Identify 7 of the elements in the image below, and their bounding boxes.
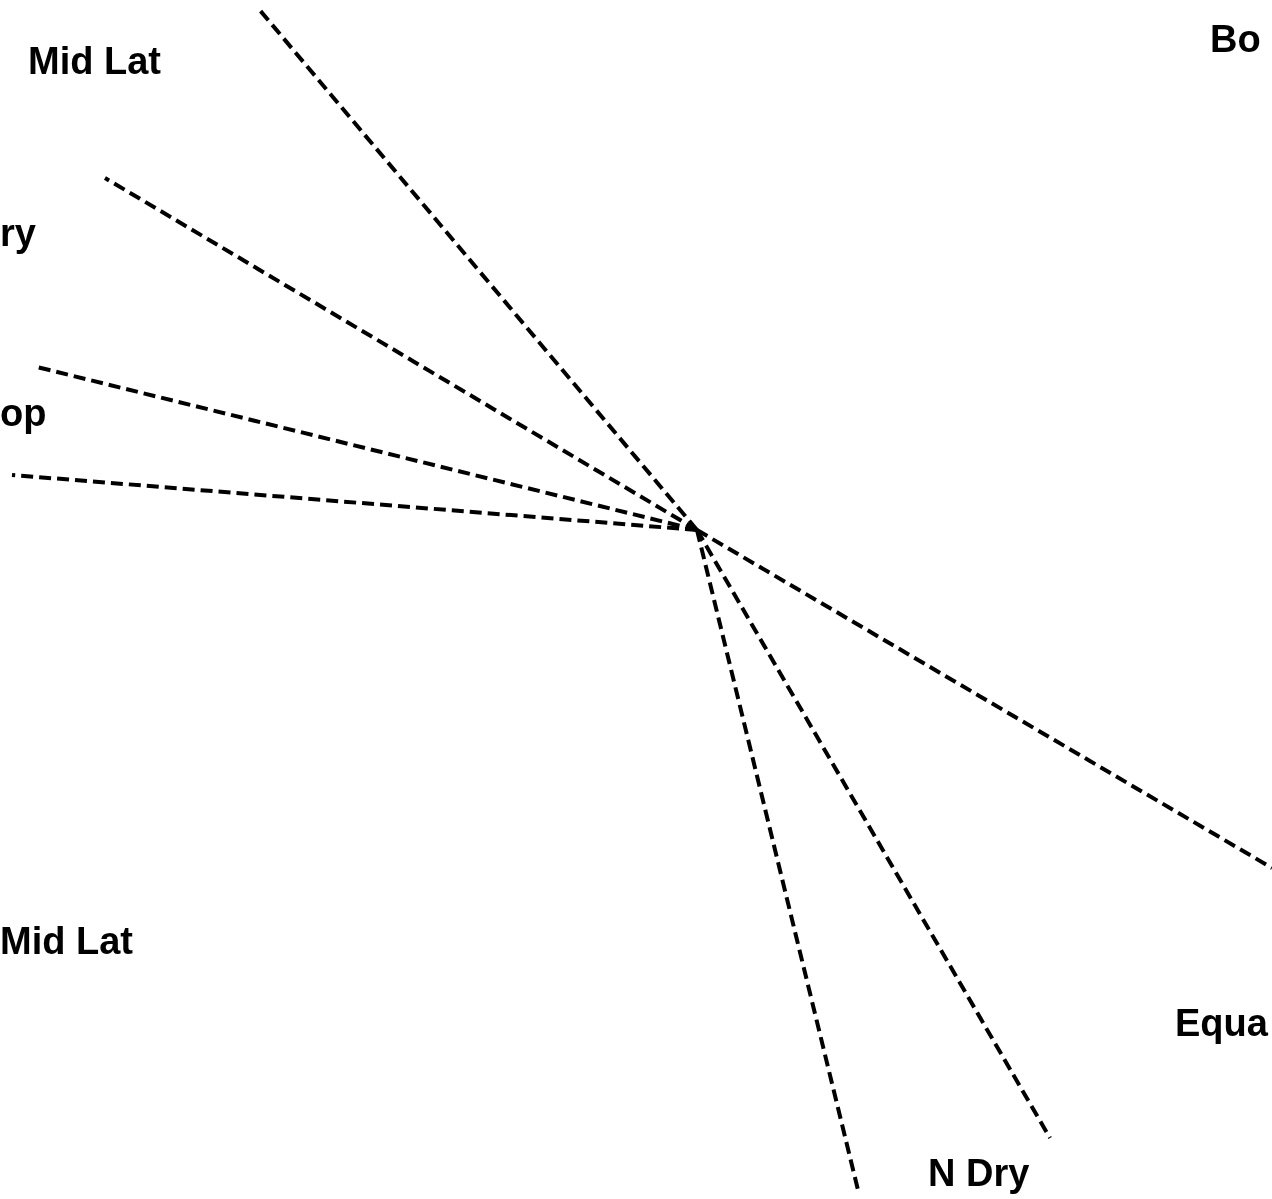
region-label: Equa — [1175, 1001, 1268, 1046]
region-label: Mid Lat — [0, 919, 133, 964]
region-label: ry — [0, 211, 36, 256]
region-label: N Dry — [928, 1151, 1030, 1196]
region-label: Bo — [1210, 17, 1261, 62]
region-label: op — [0, 391, 47, 436]
region-label: Mid Lat — [28, 39, 161, 84]
